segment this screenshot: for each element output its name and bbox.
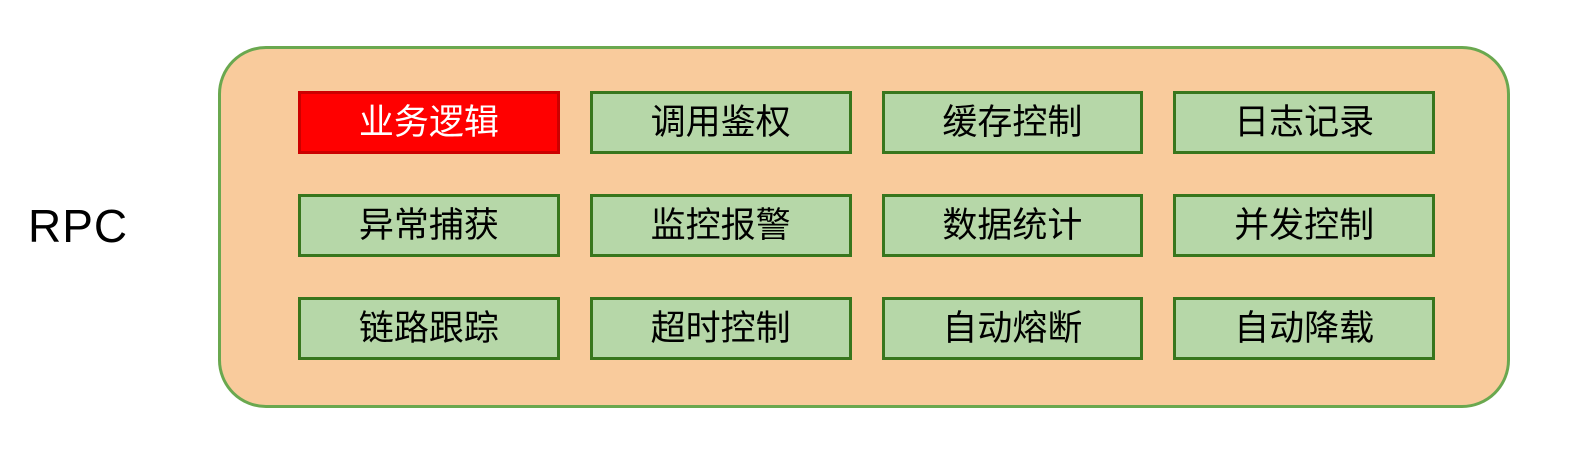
- cell-monitor-alert: 监控报警: [589, 194, 852, 257]
- cell-business-logic: 业务逻辑: [298, 91, 560, 154]
- cell-logging: 日志记录: [1173, 91, 1435, 154]
- cell-timeout-control: 超时控制: [589, 297, 852, 360]
- rpc-label: RPC: [28, 200, 129, 252]
- cell-data-statistics: 数据统计: [881, 194, 1144, 257]
- cell-auto-load-shedding: 自动降载: [1173, 297, 1435, 360]
- rpc-container: 业务逻辑 调用鉴权 缓存控制 日志记录 异常捕获 监控报警 数据统计 并发控制 …: [218, 46, 1510, 408]
- cell-concurrency-control: 并发控制: [1173, 194, 1435, 257]
- cell-call-auth: 调用鉴权: [589, 91, 852, 154]
- cell-link-tracing: 链路跟踪: [298, 297, 560, 360]
- cell-auto-circuit-break: 自动熔断: [881, 297, 1144, 360]
- cell-cache-control: 缓存控制: [881, 91, 1144, 154]
- feature-grid: 业务逻辑 调用鉴权 缓存控制 日志记录 异常捕获 监控报警 数据统计 并发控制 …: [221, 49, 1507, 405]
- cell-exception-capture: 异常捕获: [298, 194, 560, 257]
